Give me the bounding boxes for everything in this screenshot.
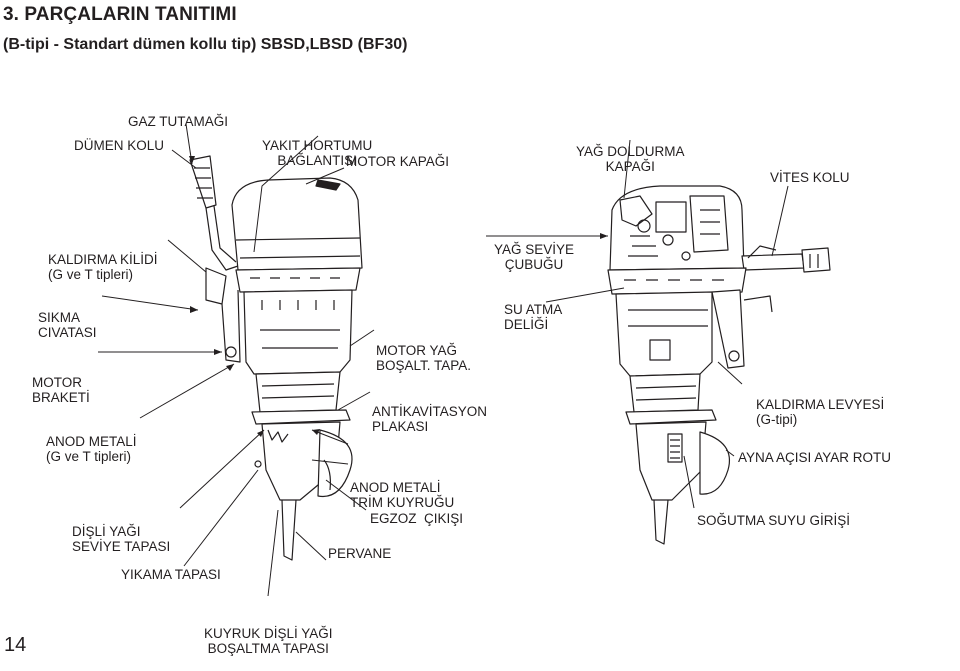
outboard-motor-diagram (98, 123, 831, 597)
label-yikama-tapasi: YIKAMA TAPASI (121, 567, 221, 582)
right-motor-drawing (607, 185, 831, 545)
label-dumen-kolu: DÜMEN KOLU (74, 138, 165, 153)
label-kaldirma-kilidi: KALDIRMA KİLİDİ(G ve T tipleri) (48, 252, 158, 282)
label-egzoz-cikisi: EGZOZ ÇIKIŞI (370, 511, 464, 526)
label-sogutma-suyu-girisi: SOĞUTMA SUYU GİRİŞİ (697, 513, 851, 528)
leader-arrowheads (189, 156, 608, 437)
label-kaldirma-levyesi: KALDIRMA LEVYESİ(G-tipi) (756, 397, 885, 427)
label-ayna-acisi-ayar-rotu: AYNA AÇISI AYAR ROTU (738, 450, 892, 465)
page-title: 3. PARÇALARIN TANITIMI (3, 4, 237, 25)
label-vites-kolu: VİTES KOLU (770, 170, 850, 185)
page-subtitle: (B-tipi - Standart dümen kollu tip) SBSD… (3, 36, 408, 53)
leader-lines (98, 123, 789, 597)
label-gaz-tutamagi: GAZ TUTAMAĞI (128, 114, 229, 129)
left-motor-drawing (189, 155, 363, 561)
label-motor-kapagi: MOTOR KAPAĞI (346, 154, 450, 169)
page-number: 14 (4, 634, 27, 656)
label-anod-metali-left: ANOD METALİ(G ve T tipleri) (46, 434, 137, 464)
label-pervane: PERVANE (328, 546, 392, 561)
